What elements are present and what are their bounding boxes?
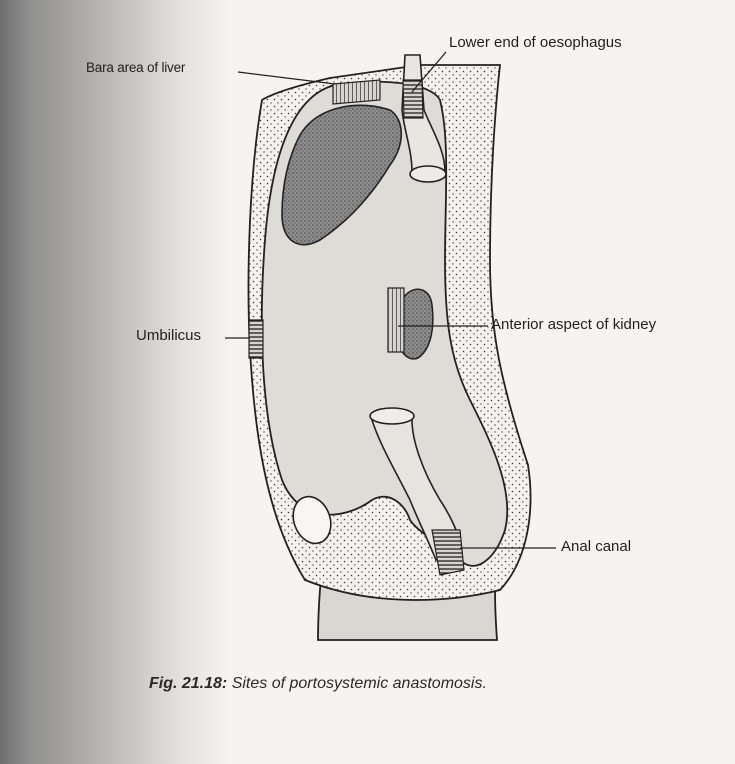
kidney-anastomosis-zone — [388, 288, 404, 352]
label-anal-canal: Anal canal — [561, 538, 631, 555]
leader-bare-area — [238, 72, 335, 84]
oesophagus-hatched-zone — [403, 80, 423, 118]
figure-number: Fig. 21.18: — [149, 675, 227, 692]
bare-area-of-liver — [333, 80, 380, 104]
stomach-opening — [410, 166, 446, 182]
rectum-opening — [370, 408, 414, 424]
umbilicus-anastomosis-zone — [249, 320, 263, 358]
figure-caption-text: Sites of portosystemic anastomosis. — [232, 675, 487, 692]
label-bare-area-of-liver: Bara area of liver — [86, 60, 185, 75]
figure-caption: Fig. 21.18: Sites of portosystemic anast… — [149, 675, 487, 693]
label-umbilicus: Umbilicus — [136, 327, 201, 344]
label-anterior-aspect-of-kidney: Anterior aspect of kidney — [491, 316, 656, 333]
label-lower-end-oesophagus: Lower end of oesophagus — [449, 34, 622, 51]
